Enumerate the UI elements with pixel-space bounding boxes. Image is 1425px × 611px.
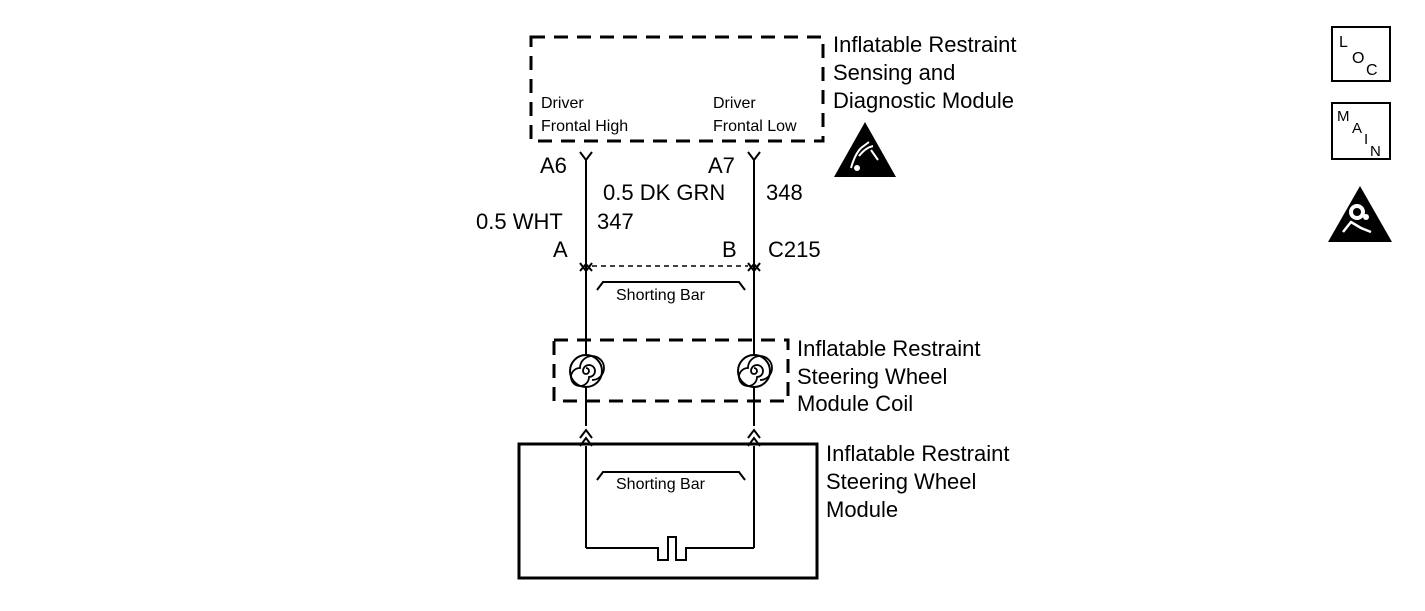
module-shorting-bar-label: Shorting Bar: [616, 476, 706, 493]
right-wire-color-label: 0.5 DK GRN: [603, 180, 725, 205]
module-title-line-3: Module: [826, 497, 898, 522]
loc-letter-o: O: [1352, 50, 1364, 67]
sdm-left-circuit-line-1: Driver: [541, 95, 584, 112]
esd-warning-icon: [834, 122, 896, 177]
module-box: [517, 442, 819, 580]
connector-shorting-bar-label: Shorting Bar: [616, 287, 706, 304]
pin-label-a7: A7: [708, 153, 735, 178]
loc-button-icon[interactable]: L O C: [1331, 26, 1391, 82]
inflator-squib: [586, 536, 754, 561]
loc-letter-c: C: [1366, 62, 1378, 79]
left-coil-spiral-icon: [569, 354, 605, 388]
sdm-title-line-3: Diagnostic Module: [833, 88, 1014, 113]
main-letter-n: N: [1370, 143, 1381, 160]
module-title-line-2: Steering Wheel: [826, 469, 976, 494]
sdm-right-circuit-line-1: Driver: [713, 95, 756, 112]
main-letter-a: A: [1352, 120, 1362, 137]
coil-title-line-2: Steering Wheel: [797, 364, 947, 389]
coil-box: [552, 338, 790, 403]
pin-label-b: B: [722, 237, 737, 262]
left-circuit-number: 347: [597, 209, 634, 234]
main-letter-i: I: [1364, 131, 1368, 148]
pin-label-a6: A6: [540, 153, 567, 178]
sdm-right-circuit-line-2: Frontal Low: [713, 118, 797, 135]
right-coil-spiral-icon: [737, 354, 773, 388]
connector-label: C215: [768, 237, 821, 262]
left-wire: [579, 151, 593, 548]
connector-shorting-bar: [596, 281, 746, 291]
left-wire-color-label: 0.5 WHT: [476, 209, 563, 234]
sdm-left-circuit-line-2: Frontal High: [541, 118, 628, 135]
loc-letter-l: L: [1339, 34, 1348, 51]
right-circuit-number: 348: [766, 180, 803, 205]
main-button-icon[interactable]: M A I N: [1331, 102, 1391, 160]
coil-title-line-1: Inflatable Restraint: [797, 336, 980, 361]
coil-title-line-3: Module Coil: [797, 391, 913, 416]
sdm-title-line-1: Inflatable Restraint: [833, 32, 1016, 57]
right-wire: [747, 151, 761, 548]
sdm-box: [529, 35, 825, 143]
pin-label-a: A: [553, 237, 568, 262]
sdm-title-line-2: Sensing and: [833, 60, 955, 85]
module-title-line-1: Inflatable Restraint: [826, 441, 1009, 466]
main-letter-m: M: [1337, 108, 1350, 125]
module-shorting-bar: [596, 471, 746, 481]
airbag-warning-icon: [1328, 186, 1392, 242]
